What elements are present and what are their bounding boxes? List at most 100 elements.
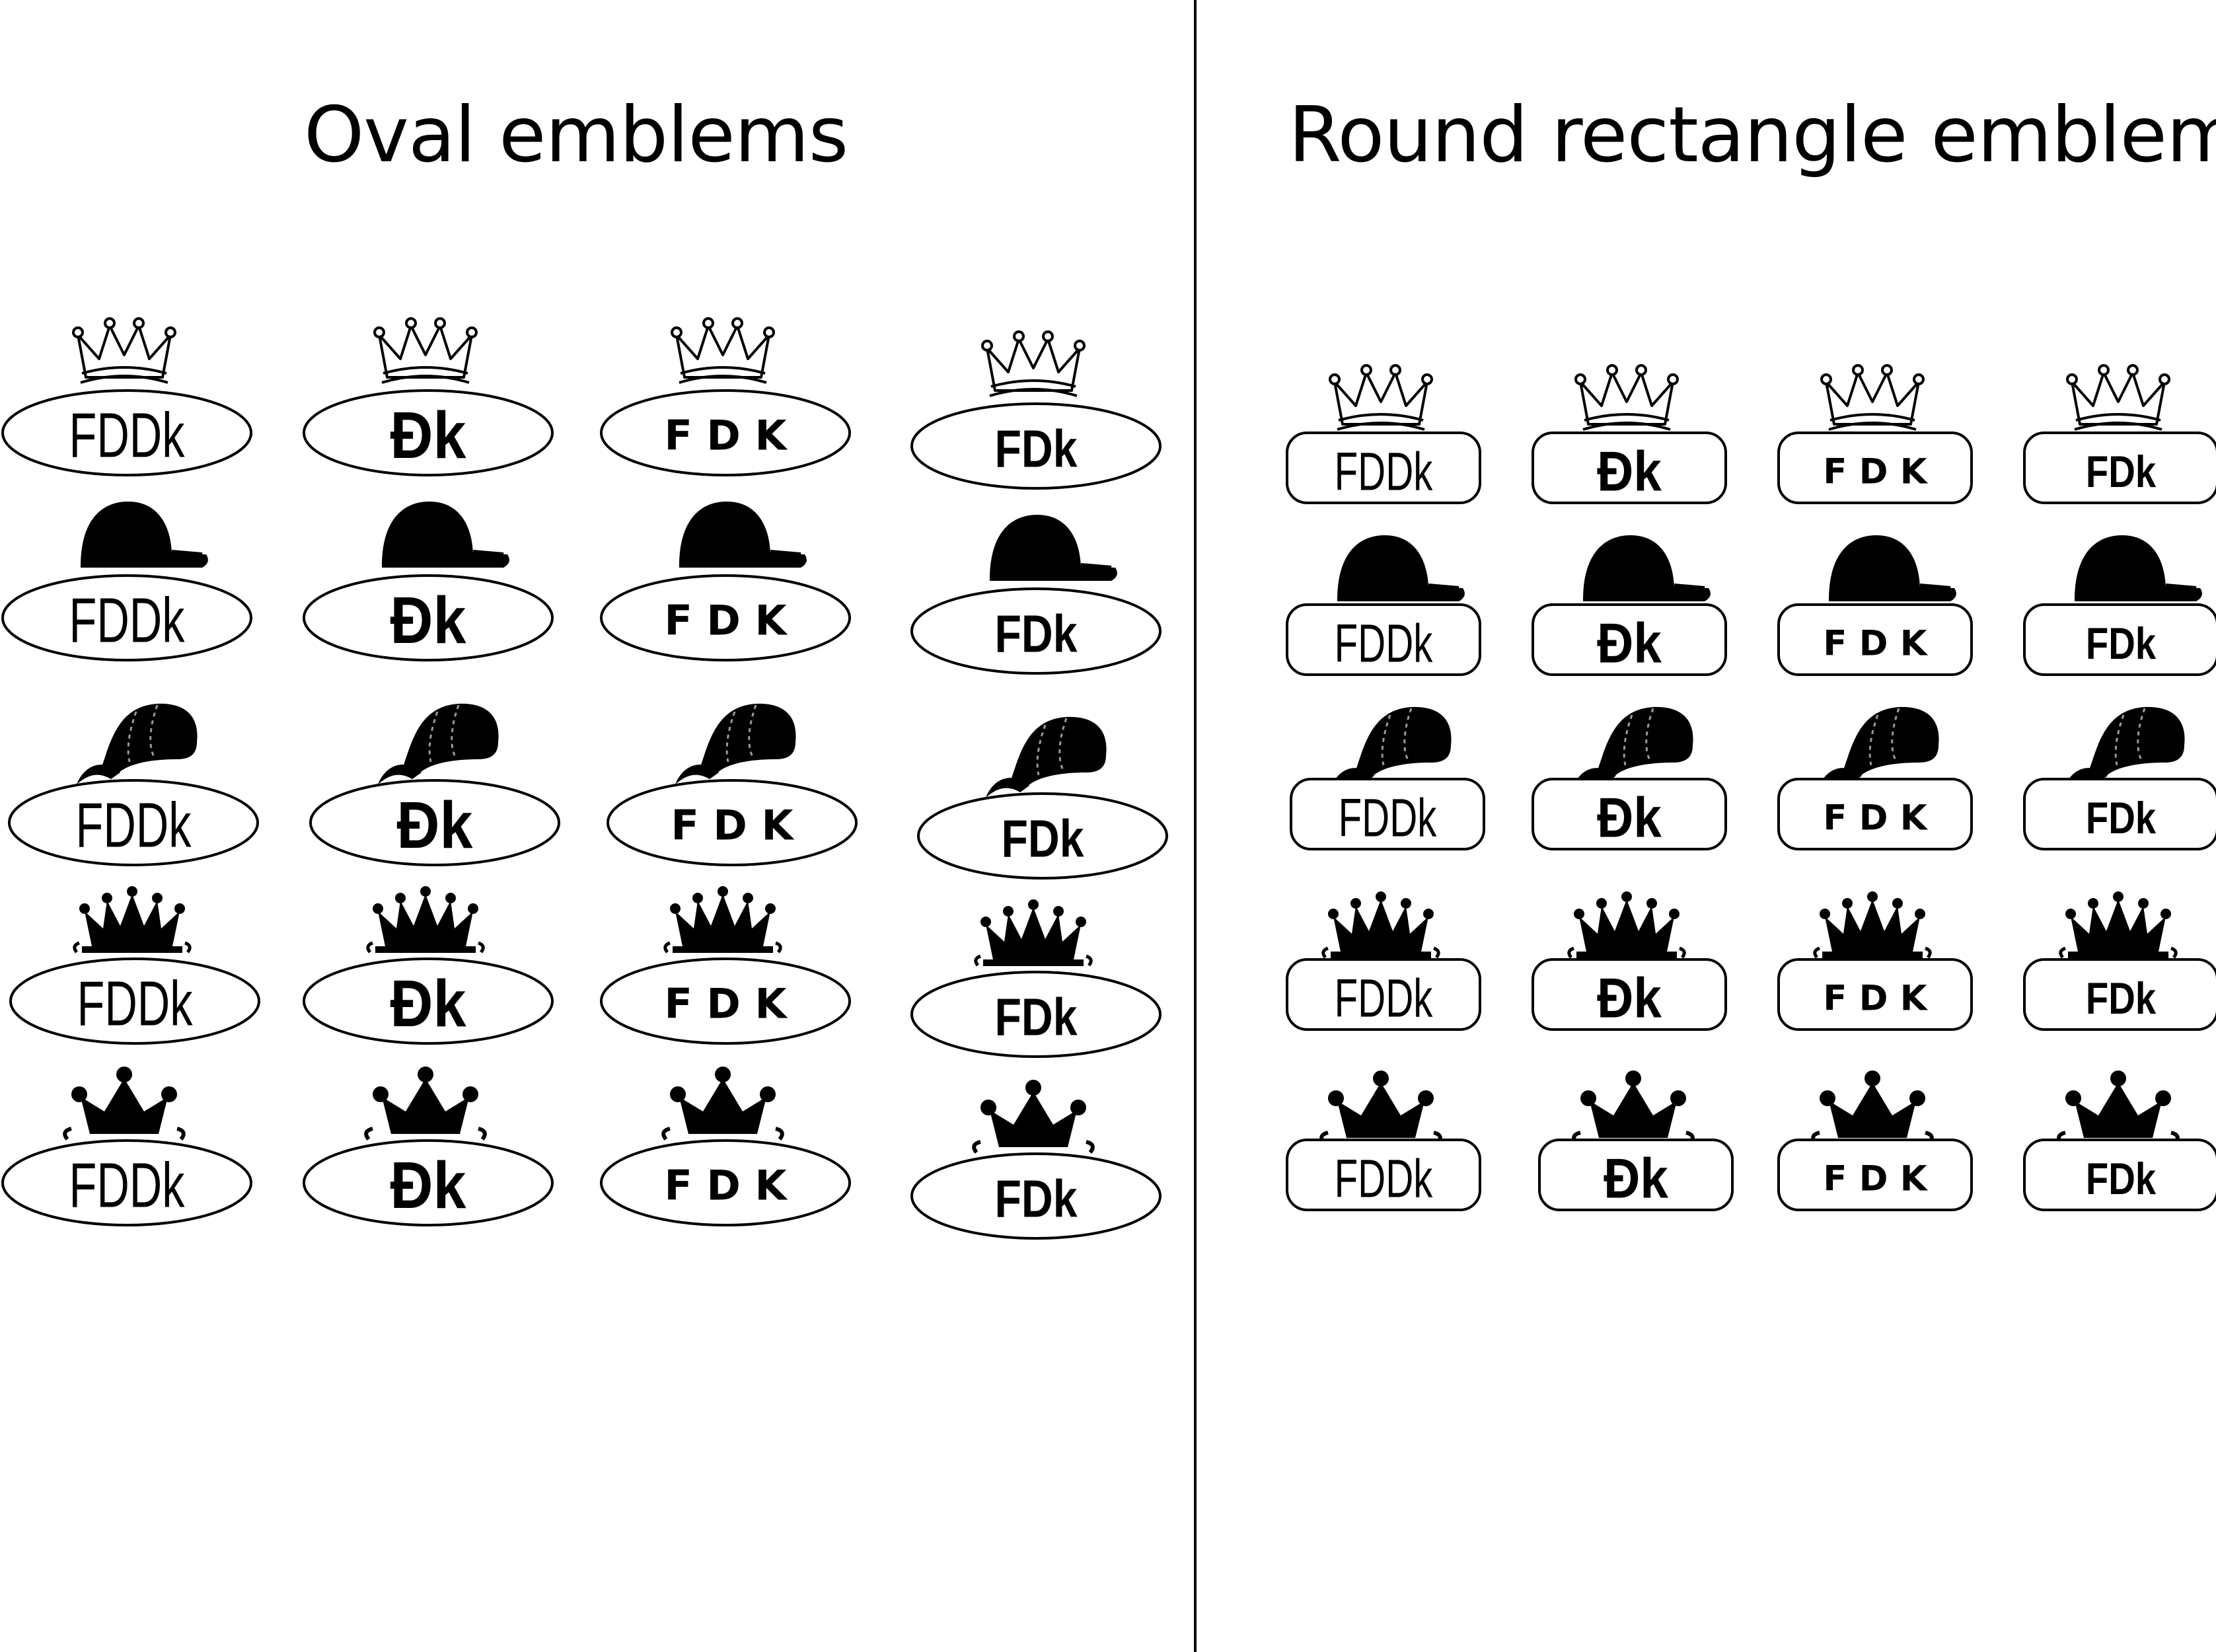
oval-frame [910,587,1162,675]
crown-solid-icon [1569,891,1684,957]
emblem-label: Đk [397,788,473,862]
emblem-label: FDk [1002,809,1084,868]
round-rectangle-emblem: FDDk [1290,706,1485,850]
oval-emblem: FDDk [1,1067,252,1226]
crown-bold-icon [65,1067,184,1139]
round-rectangle-emblem: F D K [1777,535,1973,676]
round-rectangle-emblem: F D K [1777,706,1973,850]
emblem-label: Đk [390,1148,466,1222]
crown-solid-icon [75,886,190,952]
emblem-label: FDk [995,1170,1078,1228]
cap-solid-icon [1829,535,1956,601]
round-rectangle-emblem: FDk [2023,364,2216,504]
oval-frame [917,792,1168,880]
round-rectangle-frame [2023,958,2216,1031]
emblem-label: FDDk [69,400,186,471]
crown-bold-icon [2059,1070,2178,1143]
round-rectangle-frame [1286,1139,1481,1211]
crown-solid-icon [976,899,1091,965]
oval-emblem: Đk [303,317,554,476]
crown-outline-icon [72,317,176,384]
round-rectangle-frame [1532,432,1727,504]
cap-solid-icon [382,502,509,568]
round-rectangle-emblem: FDk [2023,1070,2216,1211]
round-rectangle-frame [1286,432,1481,504]
oval-emblem: FDDk [9,886,260,1045]
emblem-label: Đk [1597,613,1662,675]
crown-bold-icon [663,1067,782,1139]
oval-frame [8,779,259,866]
round-rectangle-emblem: FDk [2023,535,2216,676]
emblem-label: FDk [995,420,1078,478]
cap-stitched-icon [377,702,500,786]
oval-emblem: FDk [910,515,1162,675]
cap-stitched-icon [2063,706,2186,789]
crown-solid-icon [2061,891,2176,957]
crown-solid-icon [368,886,483,952]
emblem-label: FDk [995,988,1078,1047]
crown-solid-icon [1323,891,1438,957]
round-rectangle-emblem: Đk [1538,1070,1734,1211]
oval-emblem: Đk [303,886,554,1045]
emblem-label: FDDk [69,585,186,656]
emblem-label: FDDk [1339,788,1437,848]
oval-emblem: F D K [600,886,851,1045]
oval-emblem: Đk [303,502,554,661]
oval-emblem: F D K [600,317,851,476]
round-rectangle-frame [1286,603,1481,676]
emblem-label: F D K [664,597,788,645]
crown-outline-icon [2066,364,2170,431]
panel-divider [1194,0,1197,1652]
crown-solid-icon [1815,891,1930,957]
emblem-label: F D K [664,1162,788,1210]
cap-solid-icon [679,502,807,568]
cap-solid-icon [990,515,1117,581]
round-rectangle-emblem: F D K [1777,364,1973,504]
cap-stitched-icon [1571,706,1695,789]
oval-emblem: FDk [910,1080,1162,1240]
emblem-label: Đk [390,398,466,472]
emblem-label: FDDk [76,790,192,861]
crown-outline-icon [1329,364,1433,431]
round-rectangle-frame [1290,778,1485,850]
round-rectangle-frame [2023,603,2216,676]
emblem-label: FDk [2086,793,2156,843]
round-rectangle-frame [2023,1139,2216,1211]
round-rectangle-frame [1538,1139,1734,1211]
oval-emblem: F D K [607,702,858,866]
emblem-label: F D K [664,412,788,460]
round-rectangle-emblem: Đk [1532,535,1727,676]
round-rectangle-frame [1777,1139,1973,1211]
crown-bold-icon [1813,1070,1932,1143]
oval-frame [910,971,1162,1058]
oval-emblem: FDk [910,330,1162,490]
cap-solid-icon [1337,535,1465,601]
emblem-label: Đk [1604,1148,1668,1211]
round-rectangle-frame [1286,958,1481,1031]
emblem-label: F D K [664,980,788,1028]
cap-stitched-icon [674,702,797,786]
oval-frame [9,957,260,1045]
round-rectangle-emblem: FDDk [1286,364,1481,504]
emblem-label: F D K [1823,979,1928,1019]
round-rectangle-emblem: Đk [1532,364,1727,504]
oval-emblem: Đk [309,702,560,866]
crown-bold-icon [974,1080,1093,1152]
oval-panel-title: Oval emblems [304,91,848,180]
round-rectangle-frame [1532,958,1727,1031]
oval-frame [303,1139,554,1226]
crown-outline-icon [1820,364,1925,431]
emblem-label: FDDk [77,969,194,1039]
oval-emblem: FDDk [1,317,252,476]
round-rectangle-emblem: F D K [1777,1070,1973,1211]
round-rectangle-frame [1777,778,1973,850]
round-rectangle-emblem: FDk [2023,706,2216,850]
cap-stitched-icon [75,702,199,786]
oval-emblem: Đk [303,1067,554,1226]
emblem-label: F D K [1823,798,1928,839]
emblem-label: F D K [671,802,794,850]
cap-stitched-icon [1329,706,1453,789]
crown-bold-icon [1574,1070,1693,1143]
oval-frame [1,574,252,661]
